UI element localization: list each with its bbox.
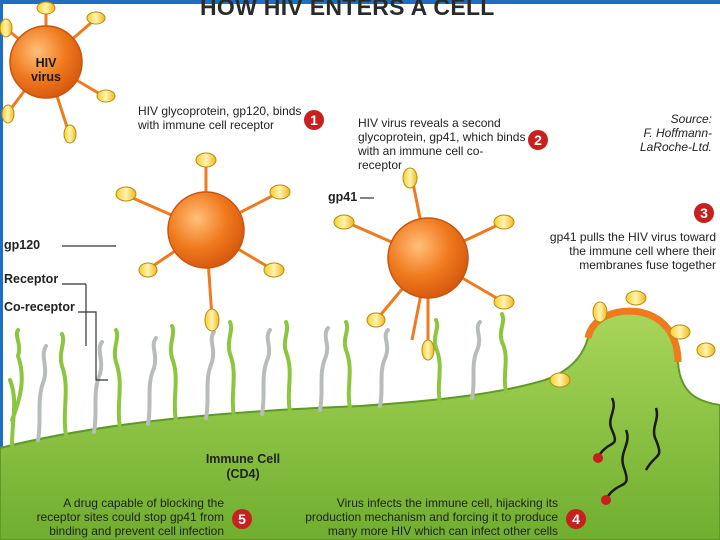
step-text-line: Virus infects the immune cell, hijacking… [336,496,558,510]
step-text-line: production mechanism and forcing it to p… [305,510,558,525]
label-leader-lines [62,197,374,381]
immune-cell-label-line: (CD4) [226,466,260,481]
step-2-badge: 2 [528,130,548,150]
hiv-virus-gp41 [333,167,515,361]
step-5-badge: 5 [232,509,252,529]
step-text-line: many more HIV which can infect other cel… [327,524,558,539]
top-border [0,0,720,4]
fusing-virus-spikes [549,290,716,388]
step-text-line: membranes fuse together [579,258,716,273]
step-text-line: with an immune cell co-receptor [358,144,484,173]
source-line: F. Hoffmann- [643,126,712,141]
step-text-line: gp41 pulls the HIV virus toward [549,230,716,244]
viral-rna [593,397,661,505]
step-text-line: the immune cell where their [569,244,716,259]
step-5-text: A drug capable of blocking the receptor … [30,496,224,538]
step-text-line: receptor sites could stop gp41 from [36,510,224,525]
hiv-virus-top [0,1,116,144]
source-line: Source: [670,112,712,126]
step-4-badge: 4 [566,509,586,529]
left-border [0,0,3,540]
receptor-label: Receptor [4,272,59,286]
step-3-text: gp41 pulls the HIV virus toward the immu… [520,230,716,272]
step-3-badge: 3 [694,203,714,223]
source-credit: Source: F. Hoffmann- LaRoche-Ltd. [600,112,712,154]
step-4-text: Virus infects the immune cell, hijacking… [300,496,558,538]
hiv-virus-label-line: HIV [35,56,57,70]
gp41-label: gp41 [328,190,358,204]
step-text-line: HIV glycoprotein, gp120, binds [138,104,302,118]
hiv-virus-binding [115,152,291,332]
coreceptor-label: Co-receptor [4,300,75,314]
hiv-virus-label: HIV virus [26,56,66,85]
hiv-virus-label-line: virus [31,70,61,85]
source-line: LaRoche-Ltd. [639,140,712,155]
page-title: HOW HIV ENTERS A CELL [200,0,495,20]
immune-cell-label-line: Immune Cell [205,452,281,466]
step-1-badge: 1 [304,110,324,130]
step-text-line: glycoprotein, gp41, which binds [358,130,526,145]
step-text-line: A drug capable of blocking the [63,496,224,510]
membrane-fusion-zone [584,307,682,363]
step-text-line: binding and prevent cell infection [49,524,224,539]
step-2-text: HIV virus reveals a second glycoprotein,… [358,116,526,173]
immune-cell-label: Immune Cell (CD4) [196,452,290,482]
step-text-line: HIV virus reveals a second [358,116,501,130]
step-text-line: with immune cell receptor [138,118,275,133]
gp120-label: gp120 [4,238,41,252]
step-1-text: HIV glycoprotein, gp120, binds with immu… [138,104,308,132]
receptors-and-coreceptors [8,312,508,447]
